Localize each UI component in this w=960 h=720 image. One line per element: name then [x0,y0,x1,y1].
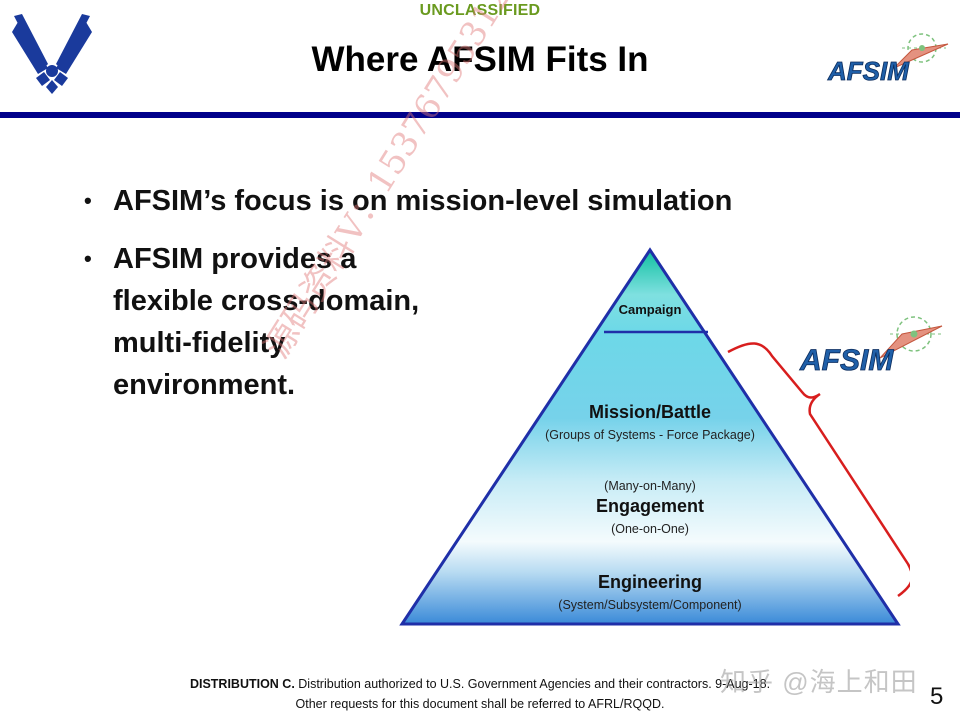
fidelity-pyramid: Campaign Mission/Battle (Groups of Syste… [390,240,914,640]
level-mission-battle: Mission/Battle [588,402,712,422]
level-campaign: Campaign [618,302,682,317]
slide-title: Where AFSIM Fits In [311,40,649,79]
level-engagement: Engagement [595,496,705,516]
svg-text:AFSIM: AFSIM [799,344,894,377]
bullet-list: • AFSIM’s focus is on mission-level simu… [84,180,844,406]
page-number: 5 [930,683,944,710]
corner-watermark: 知乎 @海上和田 [720,667,918,697]
level-engagement-below: (One-on-One) [611,522,689,536]
usaf-wings-icon [12,14,92,94]
afsim-logo: AFSIM [826,28,956,88]
bullet-dot-icon: • [84,188,92,213]
level-engineering-sub: (System/Subsystem/Component) [558,598,742,612]
level-engineering: Engineering [597,572,702,592]
usaf-logo [8,12,96,94]
afsim-logo-icon: AFSIM [799,316,943,377]
bullet-dot-icon: • [84,246,92,271]
bullet-item: • AFSIM’s focus is on mission-level simu… [84,180,844,222]
classification-banner: UNCLASSIFIED [419,2,541,19]
afsim-bracket-logo: AFSIM [798,308,948,380]
distribution-statement: DISTRIBUTION C. Distribution authorized … [189,677,771,711]
header-divider [0,112,960,118]
afsim-logo-icon: AFSIM [827,33,949,86]
level-mission-battle-sub: (Groups of Systems - Force Package) [545,428,755,442]
svg-text:AFSIM: AFSIM [827,56,910,86]
level-engagement-above: (Many-on-Many) [604,479,696,493]
bullet-item: • AFSIM provides a flexible cross-domain… [84,238,513,406]
